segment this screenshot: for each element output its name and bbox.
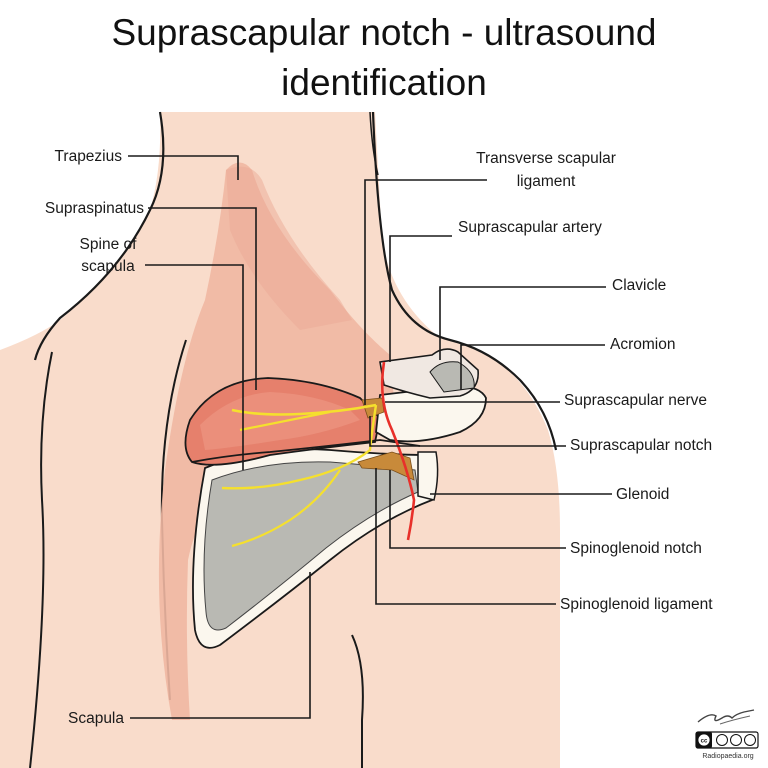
leader-trapezius: [128, 155, 239, 180]
label-supraspinatus: Supraspinatus: [45, 200, 144, 217]
leader-spinoglenoid-ligament: [375, 468, 556, 605]
nerve-branch-2: [221, 404, 378, 490]
label-suprascapular-notch: Suprascapular notch: [570, 437, 712, 454]
label-glenoid: Glenoid: [616, 486, 669, 503]
leader-artery: [389, 235, 452, 362]
label-spine-line-2: scapula: [81, 258, 135, 275]
label-suprascapular-artery: Suprascapular artery: [458, 219, 602, 236]
spinoglenoid-ligament-shape: [357, 451, 415, 481]
license-badge-text: cc: [701, 739, 708, 745]
leader-transverse: [364, 179, 487, 405]
trapezius-upper: [226, 166, 352, 330]
leader-clavicle: [439, 286, 606, 360]
label-transverse-line-2: ligament: [517, 173, 576, 190]
neck-outline-left: [33, 111, 165, 361]
label-transverse-line-1: Transverse scapular: [476, 150, 616, 167]
page-title: Suprascapular notch - ultrasound identif…: [0, 8, 768, 108]
title-line-2: identification: [281, 62, 487, 103]
spine-of-scapula-ridge: [191, 439, 421, 463]
label-trapezius: Trapezius: [55, 148, 123, 165]
label-suprascapular-nerve: Suprascapular nerve: [564, 392, 707, 409]
label-spine-line-1: Spine of: [80, 236, 138, 253]
arm-outline: [351, 634, 364, 768]
label-clavicle: Clavicle: [612, 277, 666, 294]
label-spinoglenoid-notch: Spinoglenoid notch: [570, 540, 702, 557]
creative-commons-icon: [695, 731, 759, 749]
nerve-branch-3: [231, 469, 341, 548]
leader-lines: [128, 155, 612, 719]
suprascapular-nerve-path: [231, 403, 377, 416]
license-source: Radiopaedia.org: [702, 753, 754, 760]
title-line-1: Suprascapular notch - ultrasound: [111, 12, 657, 53]
transverse-scapular-ligament: [361, 397, 385, 419]
leader-notch: [369, 416, 566, 447]
nerve-branch-1: [239, 410, 331, 432]
label-scapula: Scapula: [68, 710, 124, 727]
leader-spinoglenoid-notch: [389, 470, 566, 549]
neck-crease: [369, 111, 379, 176]
label-spinoglenoid-ligament: Spinoglenoid ligament: [560, 596, 713, 613]
leader-scapula: [130, 572, 311, 719]
scapula-bone: [203, 461, 419, 631]
neck-outline-right: [371, 111, 558, 451]
leader-supraspinatus: [148, 207, 257, 390]
back-outline: [29, 351, 53, 768]
signature-icon: cc: [695, 709, 759, 749]
leader-spine: [145, 264, 244, 470]
label-acromion: Acromion: [610, 336, 675, 353]
suprascapular-artery-path: [380, 361, 416, 541]
leader-acromion: [460, 344, 605, 390]
glenoid-bone: [417, 451, 439, 501]
acromion-tip: [429, 361, 475, 393]
